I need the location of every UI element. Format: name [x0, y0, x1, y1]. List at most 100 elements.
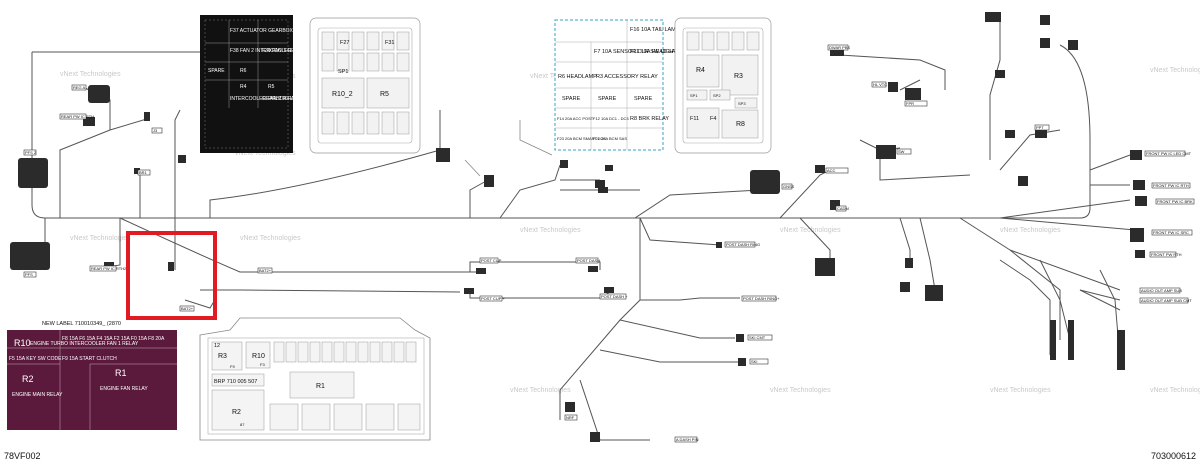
connector: BAT2+ — [179, 305, 195, 312]
fuse-label: F16 10A TAIL LAMP — [630, 27, 680, 33]
new-label: NEW LABEL 710010349_ (2870 — [42, 321, 121, 327]
connector-tag: DWAR PBS — [829, 45, 851, 50]
relay-label: R1 — [316, 383, 325, 390]
connector: GNSS — [750, 170, 795, 194]
watermark: vNext Technologies — [770, 387, 831, 394]
connector-tag: POST DASH RING+ — [743, 296, 780, 301]
relay-label: R2 — [232, 409, 241, 416]
connector-tag: HL VTC — [873, 82, 887, 87]
fuse-label: SPARE — [208, 68, 225, 74]
connector-tag: PFS 2 — [25, 150, 37, 155]
fuse-label: F27 — [340, 40, 349, 46]
relay-label: R4 — [696, 67, 705, 74]
connector-tag: BAT2+ — [259, 268, 272, 273]
relay-label: R5 — [380, 91, 389, 98]
connector-tag: POST CUP — [481, 258, 502, 263]
top-relay-block-2: R4 R3 SP1 SP2 SP3 F11 F4 R8 — [674, 17, 772, 154]
fuse-label: F39 FAN 1 GEARBOX 15A — [262, 48, 323, 54]
connector-tag: GNSS — [783, 184, 795, 189]
connector-tag: FRONT PW IC RTH — [1153, 183, 1189, 188]
connector-tag: FRONT PW IC LED CMT — [1146, 151, 1192, 156]
connector: REAR PW IC RTH — [59, 113, 95, 126]
bottom-maroon-fusebox: NEW LABEL 710010349_ (2870 F8 15A F6 15A… — [7, 321, 177, 430]
connector: SKI CMT — [736, 334, 773, 342]
connector: FRONT PW IC RTH — [1133, 180, 1191, 190]
watermark: vNext Technologies — [1150, 67, 1200, 74]
connector-tag: PFS — [25, 272, 33, 277]
connector: PFS — [10, 242, 50, 278]
fuse-label: SPARE — [634, 96, 653, 102]
connector-tag: AUDIO OUT AMP SUB CMT — [1141, 298, 1192, 303]
connector: ACC — [815, 165, 849, 174]
connector-tag: FRONT PW IC BRK — [1157, 199, 1193, 204]
connector: POST CUP + — [464, 288, 505, 302]
part-number: BRP 710 005 507 — [214, 379, 257, 385]
watermark: vNext Technologies — [520, 227, 581, 234]
fuse-label: F3 — [260, 362, 265, 367]
relay-label: R3 — [218, 353, 227, 360]
relay-label: R10 — [252, 353, 265, 360]
watermark: vNext Technologies — [240, 235, 301, 242]
relay-label: R6 HEADLAMP — [558, 74, 597, 80]
connector-tag: SKI — [751, 359, 757, 364]
connector: PFS 2 — [18, 149, 48, 188]
relay-label: INTERCOOLER FAN 2 RELAY — [230, 96, 299, 102]
connector: FPR — [904, 88, 928, 107]
fuse-label: F31 — [385, 40, 394, 46]
relay-label: R10 — [14, 338, 31, 348]
connector-tag: FRONT PW IC SRC — [1153, 230, 1189, 235]
fuse-label: F5 15A KEY SW CODE — [9, 356, 62, 362]
connector — [1018, 176, 1028, 186]
connector-tag: J3 — [153, 128, 158, 133]
connector-tag: POST DASH + — [601, 294, 628, 299]
fuse-label: SPARE — [562, 96, 581, 102]
relay-text: ENGINE TURBO INTERCOOLER FAN 1 RELAY — [30, 341, 139, 347]
watermark: vNext Technologies — [510, 387, 571, 394]
relay-text: ENGINE FAN RELAY — [100, 386, 148, 392]
connector-tag: BAT2+ — [181, 306, 194, 311]
relay-label: R8 — [736, 121, 745, 128]
top-dark-fusebox: F37 ACTUATOR GEARBOX 20A F38 FAN 2 INTER… — [200, 15, 323, 153]
connector: FRONT PW IC BRK — [1135, 196, 1195, 206]
fuse-label: F12 10A DC1 - DC3 — [593, 116, 629, 121]
connector: DWAR PBS — [827, 44, 851, 56]
fuse-label: F4 — [710, 116, 716, 122]
fuse-label: F9 15A START CLUTCH — [62, 356, 117, 362]
connector-tag: FRONT PW RTH — [1151, 252, 1182, 257]
connector-tag: SW — [898, 149, 905, 154]
connector-tag: NRF — [566, 415, 575, 420]
connector-tag: POST CUP + — [481, 296, 505, 301]
bottom-relay-block: 12 R10 R3 R1 R2 F9 F3 87 BRP 710 005 507 — [199, 317, 431, 441]
connector: HL VTC — [871, 81, 898, 92]
fuse-label: SP3 — [738, 101, 746, 106]
connector — [985, 12, 1078, 138]
connector-tag: REAR PW IC RTH — [61, 114, 94, 119]
fuse-label: F9 — [230, 364, 235, 369]
connector — [168, 262, 174, 271]
relay-label: R5 — [268, 84, 275, 90]
connector: FRONT PW IC LED CMT — [1130, 150, 1192, 160]
connector-tag: REG A — [73, 85, 86, 90]
fuse-row: F8 15A F6 15A F4 15A F2 15A F0 15A F8 20… — [62, 336, 165, 342]
fuse-label: F11 10A HEAD LAMP — [630, 49, 684, 55]
relay-label: R6 — [240, 68, 247, 74]
fuse-label: SP2 — [713, 93, 721, 98]
watermark: vNext Technologies — [1150, 387, 1200, 394]
connector: BAT2+ — [257, 267, 273, 274]
connector: PPT — [1034, 124, 1050, 138]
watermark: vNext Technologies — [60, 71, 121, 78]
relay-label: GEARBOX FAN RELAY — [262, 96, 316, 102]
fuse-label: F7 10A SENSOR DLR SW LIGHT — [594, 49, 677, 55]
connector: FRONT PW RTH — [1135, 250, 1182, 258]
pin-label: 87 — [240, 422, 245, 427]
connector: SKI — [738, 358, 769, 366]
connector: REG A — [71, 84, 110, 103]
connector: SW — [876, 145, 912, 159]
drawing-code-left: 78VF002 — [4, 451, 41, 461]
fuse-label: F11 — [690, 116, 699, 122]
connector: POST DASH — [575, 257, 600, 272]
watermark: vNext Technologies — [780, 227, 841, 234]
connector-tag: CADM — [837, 206, 849, 211]
connector: AUDIO OUT AMP SUB CMT — [1139, 297, 1192, 304]
connector — [815, 258, 1125, 370]
